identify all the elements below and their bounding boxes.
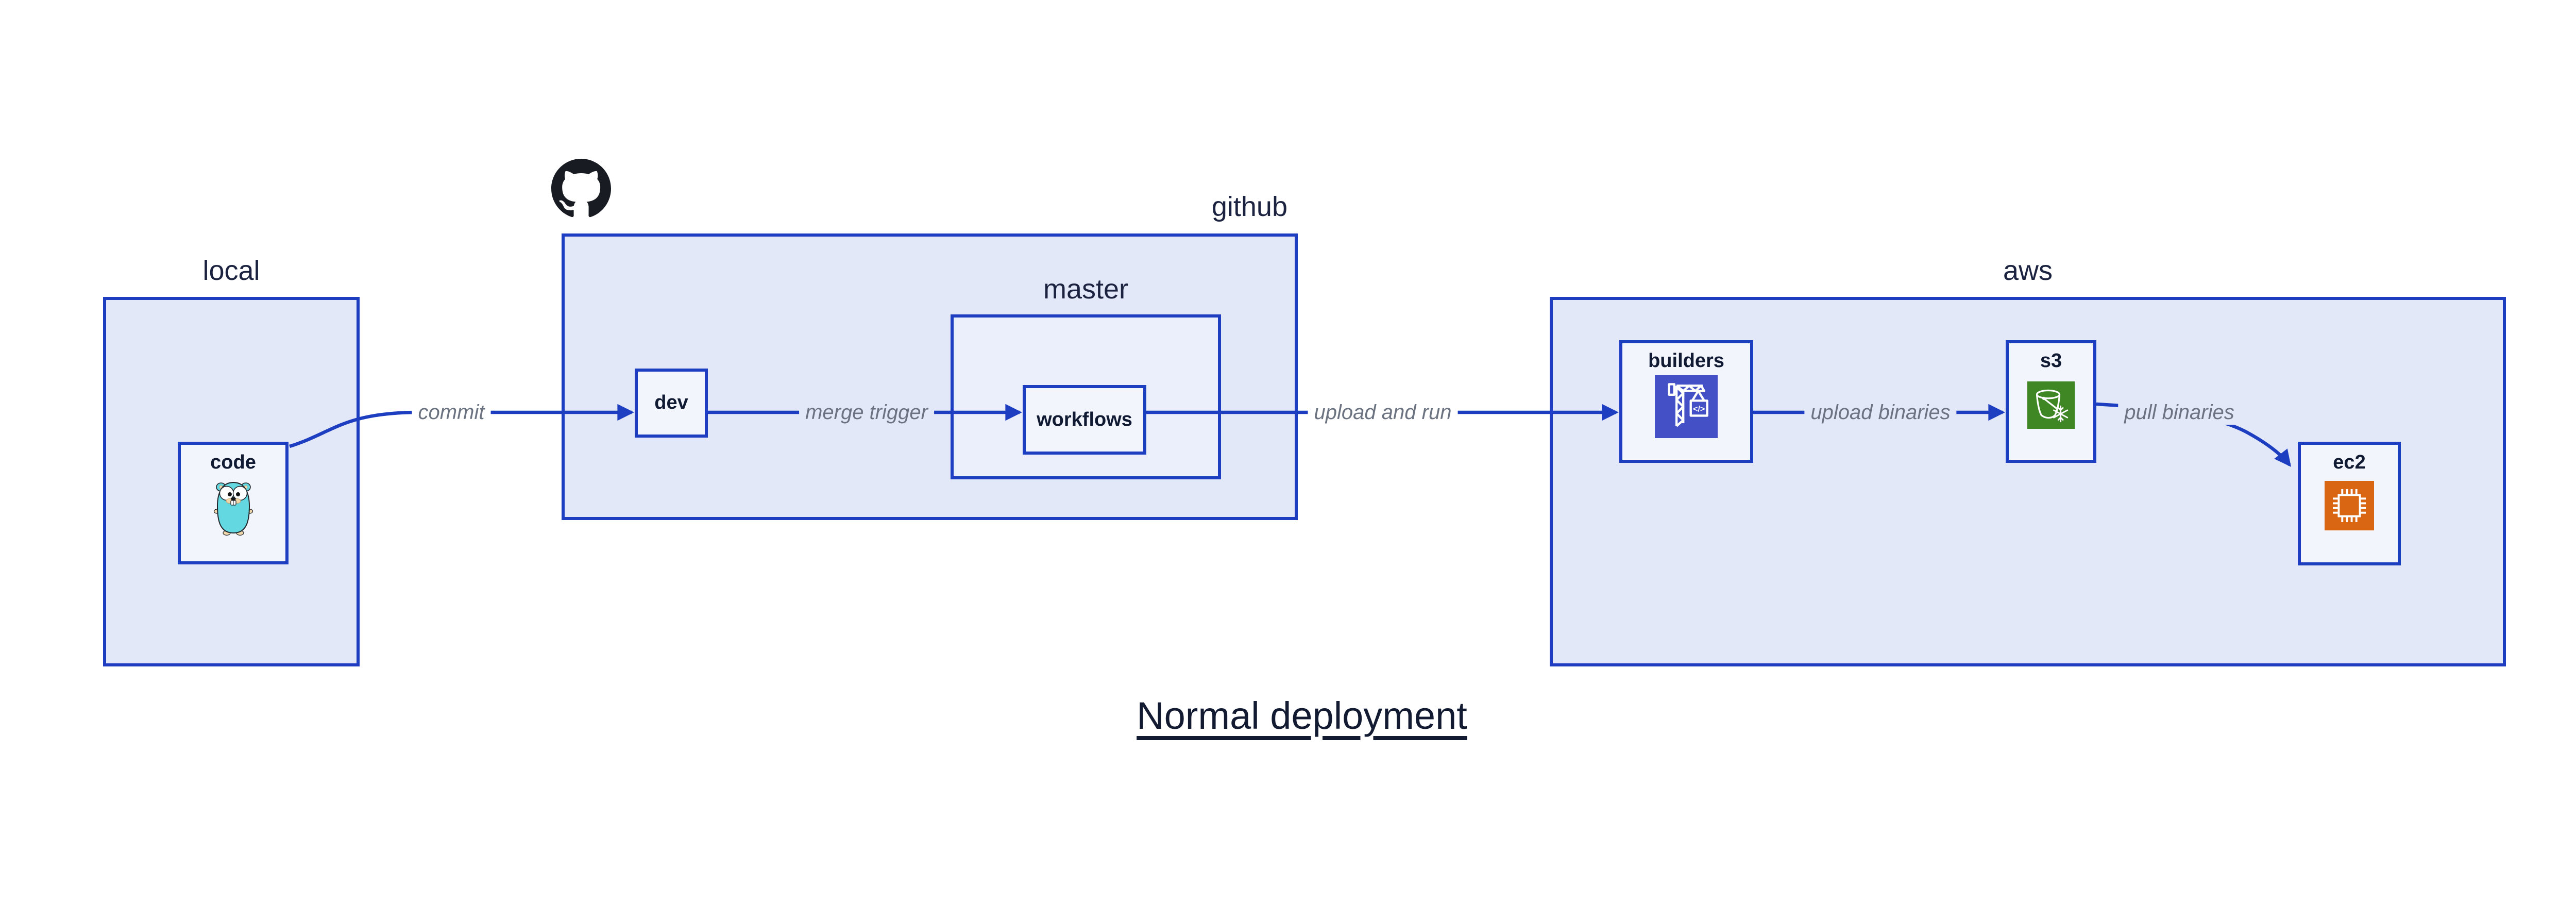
github-group-label: github [1211,191,1287,222]
local-group-label: local [202,255,260,286]
github-logo-icon [551,159,611,219]
edge-label-pull-binaries: pull binaries [2118,400,2241,425]
node-ec2-label: ec2 [2333,452,2366,473]
node-code: code [178,442,289,564]
codebuild-code-glyph: </> [1693,405,1705,413]
edge-label-merge-trigger: merge trigger [799,400,934,425]
edge-commit-arrow [289,404,634,448]
node-code-label: code [210,452,256,473]
diagram-title: Normal deployment [1137,694,1467,737]
node-dev: dev [635,369,708,438]
aws-s3-glacier-bucket-icon [2027,381,2075,429]
node-builders: builders </> [1619,340,1753,463]
edge-label-commit: commit [412,400,491,425]
node-builders-label: builders [1648,350,1724,372]
node-ec2: ec2 [2298,442,2401,565]
aws-ec2-chip-icon [2325,480,2374,530]
edge-label-upload-and-run: upload and run [1308,400,1458,425]
node-dev-label: dev [654,392,688,414]
go-gopher-icon [213,481,253,536]
aws-codebuild-icon: </> [1655,375,1718,438]
aws-group-label: aws [2003,255,2053,286]
master-group-label: master [1043,274,1129,305]
edge-label-upload-binaries: upload binaries [1804,400,1957,425]
node-s3: s3 [2006,340,2096,463]
node-s3-label: s3 [2040,350,2062,372]
node-workflows-label: workflows [1037,408,1132,430]
node-workflows: workflows [1023,385,1146,455]
